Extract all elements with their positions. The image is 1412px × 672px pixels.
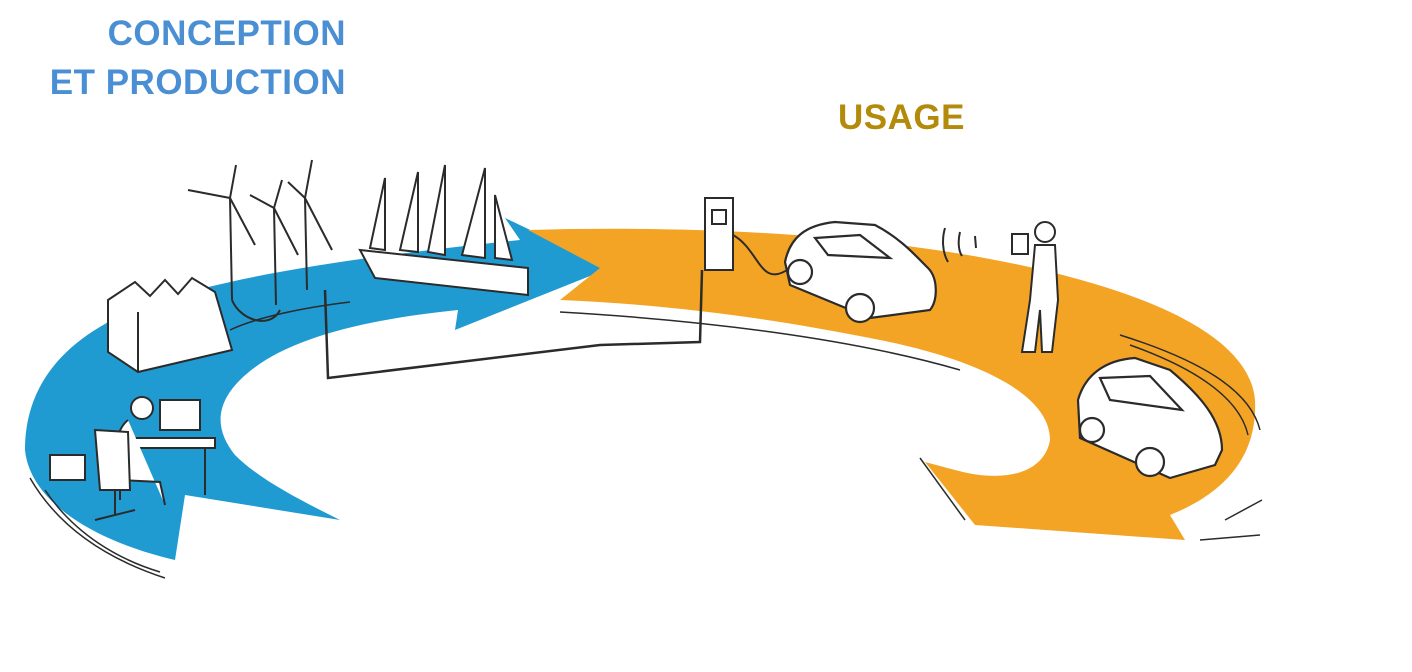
electric-car-icon — [783, 220, 937, 324]
charging-station-icon — [704, 197, 791, 276]
conception-title-line1: CONCEPTION — [107, 14, 346, 53]
sailing-cargo-ship-icon — [358, 164, 529, 297]
orange-arrow — [528, 228, 1256, 541]
factory-icon — [107, 276, 234, 374]
power-cable — [323, 269, 704, 380]
person-with-tablet-icon — [942, 221, 1060, 353]
usage-title: USAGE — [838, 98, 965, 137]
conception-title-line2: ET PRODUCTION — [49, 63, 346, 102]
sketch-lines — [29, 301, 1263, 579]
designer-at-desk-icon — [49, 396, 216, 521]
wind-turbines-icon — [187, 159, 333, 322]
conception-production-title: CONCEPTION ET PRODUCTION — [50, 16, 346, 114]
small-car-icon — [1076, 356, 1224, 480]
